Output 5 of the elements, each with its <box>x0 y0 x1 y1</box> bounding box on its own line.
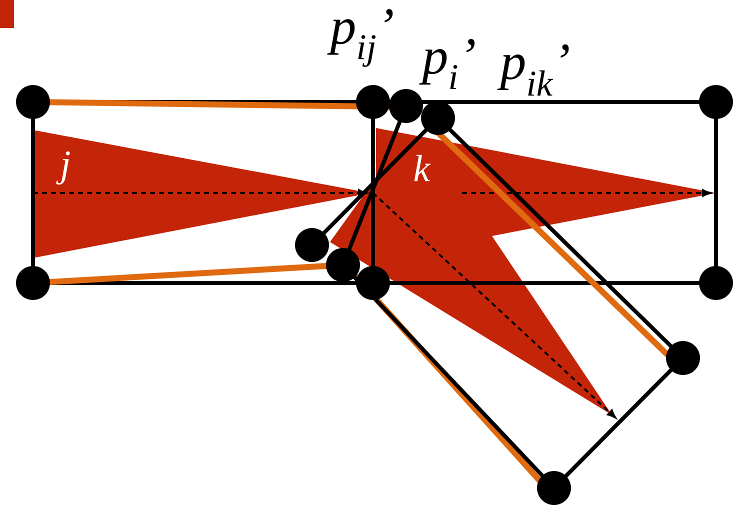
math-label: p$_{ik}$’ <box>497 44 569 96</box>
math-label: p$_{ij}$’ <box>327 9 393 67</box>
math-label: j <box>56 151 70 185</box>
math-label: k <box>414 154 431 182</box>
math-label: p$_{i}$’ <box>419 38 475 90</box>
